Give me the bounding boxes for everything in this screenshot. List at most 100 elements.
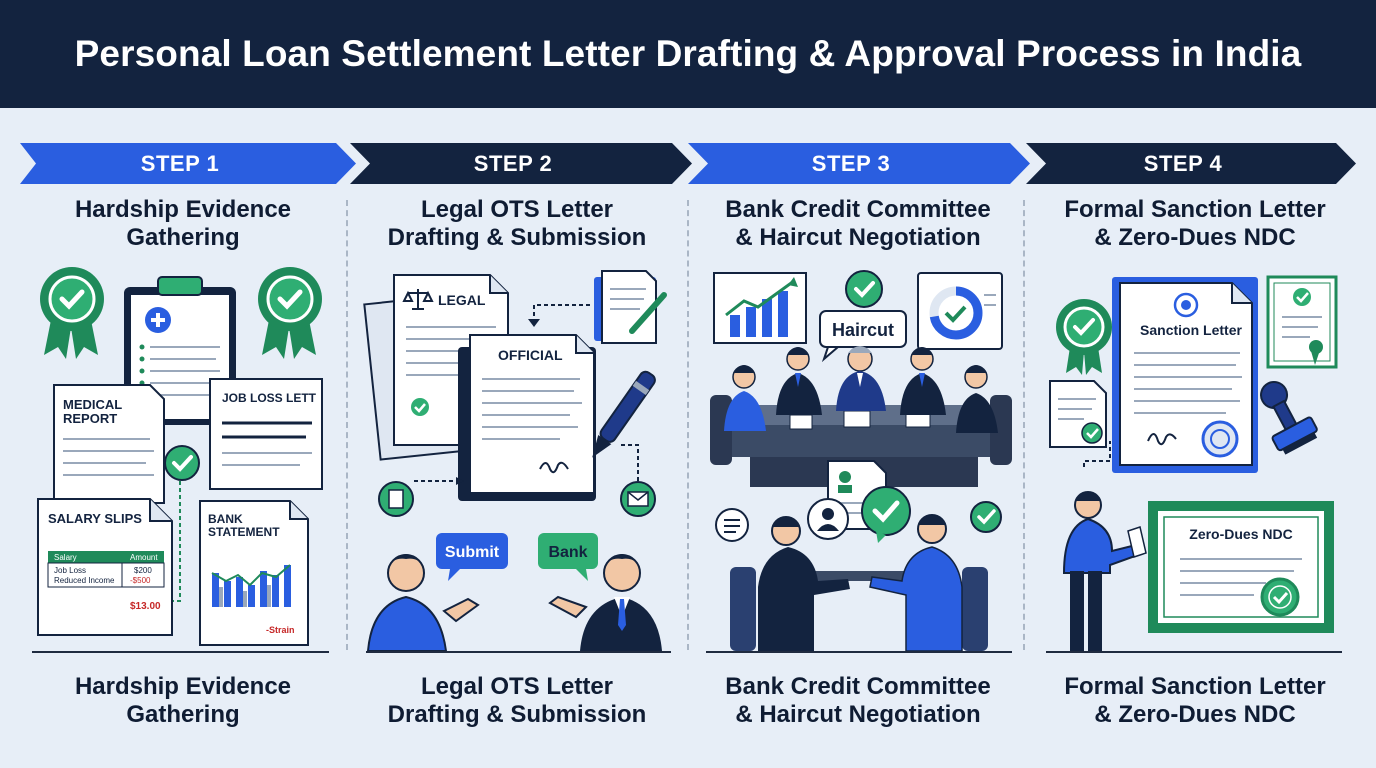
document-icon — [378, 481, 414, 517]
bank-bubble-label: Bank — [548, 544, 587, 561]
certificate-icon — [1266, 275, 1338, 369]
submit-bubble-label: Submit — [445, 544, 500, 561]
legal-label: LEGAL — [438, 292, 486, 308]
step-1-caption-line1: Hardship Evidence — [74, 673, 292, 700]
step-2-caption-line1: Legal OTS Letter — [420, 673, 614, 700]
salary-row-label: Reduced Income — [54, 576, 115, 585]
medical-report-label-2: REPORT — [63, 411, 117, 426]
salary-slips-document: SALARY SLIPS Salary Amount Job Loss $200… — [37, 498, 173, 636]
bank-statement-document: BANK STATEMENT -Strain — [199, 500, 309, 646]
check-circle-icon — [970, 501, 1002, 533]
step-3-illustration: Haircut — [700, 255, 1020, 651]
step-1-chevron — [20, 143, 356, 184]
step-4-title: Formal Sanction Letter & Zero-Dues NDC — [1030, 196, 1360, 252]
arrow-icon — [456, 477, 464, 485]
bank-strain-label: -Strain — [266, 625, 295, 635]
award-badge-icon — [1056, 299, 1112, 375]
chat-bubble-icon — [715, 508, 749, 542]
job-loss-label: JOB LOSS LETT — [222, 391, 317, 405]
step-1-caption: Hardship Evidence Gathering — [18, 673, 348, 729]
step-4-chevron — [1026, 143, 1356, 184]
committee-member-icon — [776, 347, 822, 415]
connector-line — [170, 481, 181, 602]
job-loss-letter-document: JOB LOSS LETT — [209, 378, 323, 490]
bank-bubble: Bank — [538, 533, 598, 581]
stamp-icon — [1260, 380, 1318, 455]
salary-slips-label: SALARY SLIPS — [48, 511, 142, 526]
draft-document-icon — [594, 270, 667, 344]
ndc-label: Zero-Dues NDC — [1189, 526, 1292, 542]
haircut-bubble-label: Haircut — [832, 320, 894, 340]
bank-negotiator-person-icon — [869, 514, 963, 651]
step-3-caption: Bank Credit Committee & Haircut Negotiat… — [693, 673, 1023, 729]
official-document: OFFICIAL — [458, 334, 596, 501]
award-badge-icon — [258, 267, 322, 359]
sanction-letter-document: Sanction Letter — [1112, 277, 1258, 473]
step-4-caption-line2: & Zero-Dues NDC — [1094, 701, 1296, 728]
step-4-label: STEP 4 — [1143, 150, 1223, 176]
check-circle-icon — [164, 445, 200, 481]
negotiator-person-icon — [758, 516, 850, 651]
committee-member-icon — [956, 365, 998, 433]
salary-row-value: $200 — [134, 566, 152, 575]
step-2-label: STEP 2 — [473, 150, 553, 176]
committee-member-icon — [836, 346, 886, 411]
step-1-banner: STEP 1 — [20, 143, 356, 184]
official-label: OFFICIAL — [498, 347, 563, 363]
amount-column-header: Amount — [130, 553, 158, 562]
medical-report-label: MEDICAL — [63, 397, 122, 412]
step-3-caption-line1: Bank Credit Committee — [725, 673, 991, 700]
step-2-illustration: LEGAL OFFICIAL — [360, 255, 680, 651]
user-profile-icon — [807, 498, 849, 540]
medical-report-document: MEDICAL REPORT — [53, 384, 165, 504]
step-2-title-line2: Drafting & Submission — [387, 224, 647, 251]
step-1-title-line1: Hardship Evidence — [74, 196, 292, 223]
step-3-label: STEP 3 — [811, 150, 891, 176]
committee-member-icon — [724, 365, 766, 431]
step-3-chevron — [688, 143, 1030, 184]
step-1-caption-line2: Gathering — [126, 701, 240, 728]
growth-chart-board — [713, 272, 807, 344]
approved-document-icon — [1049, 380, 1107, 448]
scales-icon — [402, 289, 434, 310]
column-divider — [1023, 200, 1025, 650]
check-bubble-icon — [861, 486, 911, 543]
step-4-illustration: Sanction Letter Zero-Dues NDC — [1040, 255, 1350, 651]
step-4-title-line2: & Zero-Dues NDC — [1094, 224, 1296, 251]
step-3-caption-line2: & Haircut Negotiation — [735, 701, 981, 728]
applicant-person-icon — [366, 554, 480, 651]
submit-bubble: Submit — [436, 533, 508, 581]
step-2-banner: STEP 2 — [350, 143, 692, 184]
step-4-caption: Formal Sanction Letter & Zero-Dues NDC — [1030, 673, 1360, 729]
step-2-baseline — [366, 651, 671, 653]
step-1-title-line2: Gathering — [126, 224, 240, 251]
step-1-illustration: MEDICAL REPORT JOB LOSS LETT SALARY SLIP… — [30, 255, 330, 651]
step-2-chevron — [350, 143, 692, 184]
salary-row-label: Job Loss — [54, 566, 86, 575]
pen-icon — [592, 370, 656, 458]
bank-officer-person-icon — [548, 554, 662, 651]
step-2-title: Legal OTS Letter Drafting & Submission — [352, 196, 682, 252]
step-1-title: Hardship Evidence Gathering — [18, 196, 348, 252]
connector-line — [618, 444, 639, 481]
step-chevron-strip — [20, 143, 1356, 184]
bank-statement-label: BANK — [208, 512, 243, 526]
column-divider — [687, 200, 689, 650]
committee-member-icon — [900, 347, 946, 415]
connector-line — [1083, 441, 1111, 467]
step-3-banner: STEP 3 — [688, 143, 1030, 184]
step-4-banner: STEP 4 — [1026, 143, 1356, 184]
step-1-baseline — [32, 651, 329, 653]
column-divider — [346, 200, 348, 650]
negotiation-table — [730, 567, 988, 651]
connector-line — [533, 304, 590, 321]
donut-chart-board — [917, 272, 1003, 350]
salary-total: $13.00 — [130, 601, 161, 612]
sanction-letter-label: Sanction Letter — [1140, 322, 1242, 338]
salary-column-header: Salary — [54, 553, 77, 562]
step-2-title-line1: Legal OTS Letter — [420, 196, 614, 223]
step-2-caption: Legal OTS Letter Drafting & Submission — [352, 673, 682, 729]
award-badge-icon — [40, 267, 104, 359]
salary-row-value: -$500 — [130, 576, 151, 585]
page-title: Personal Loan Settlement Letter Drafting… — [74, 33, 1302, 74]
